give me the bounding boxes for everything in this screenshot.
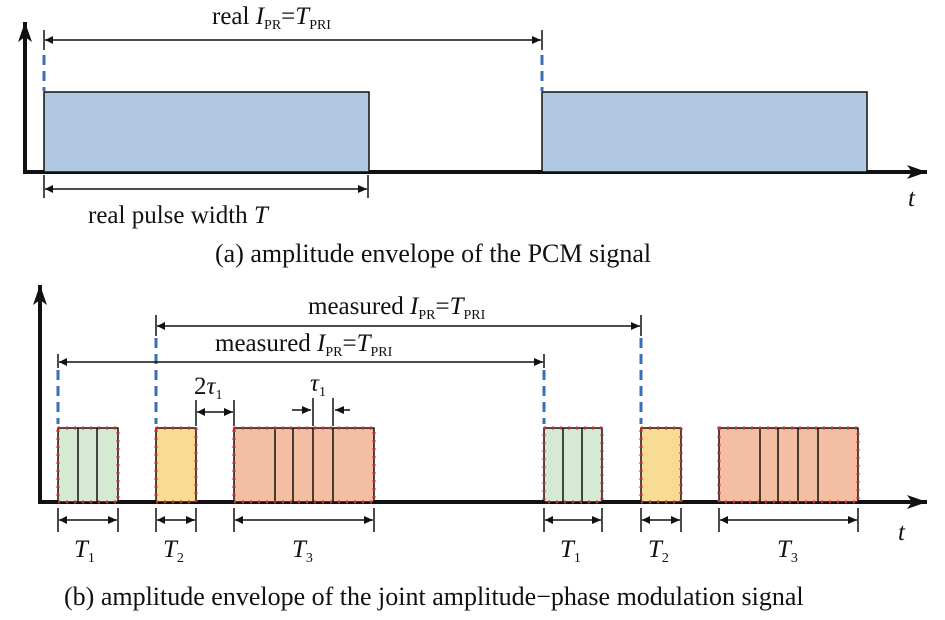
b-label-t1-second: T1: [560, 536, 581, 566]
b-label-t2-first: T2: [163, 536, 184, 566]
b-label-t1-first: T1: [74, 536, 95, 566]
b-lower-period-label: measured IPR=TPRI: [215, 330, 393, 360]
b-label-t2-second: T2: [648, 536, 669, 566]
b-pulse-t2-first: [154, 426, 198, 504]
b-pulse-t3-first: [232, 426, 376, 504]
b-pulse-t1-second: [542, 426, 604, 504]
b-upper-period-label: measured IPR=TPRI: [308, 293, 486, 323]
b-pulse-t1-first: [56, 426, 120, 504]
panel-a: t real IPR=TPRI real pulse width T (a) a…: [18, 3, 927, 268]
b-caption: (b) amplitude envelope of the joint ampl…: [64, 582, 804, 611]
b-label-t3-first: T3: [292, 536, 313, 566]
a-pulse-2: [541, 91, 868, 173]
a-caption: (a) amplitude envelope of the PCM signal: [215, 239, 651, 268]
a-pulse-1: [43, 91, 370, 173]
b-pulse-t3-second: [717, 426, 860, 504]
b-segment-arrows: [57, 508, 859, 532]
b-pulse-t2-second: [639, 426, 683, 504]
b-gap-label: 2τ1: [194, 373, 222, 403]
b-label-t3-second: T3: [777, 536, 798, 566]
a-period-label: real IPR=TPRI: [212, 3, 331, 33]
panel-b: t: [33, 285, 927, 611]
b-axis-label: t: [898, 519, 906, 546]
a-pulse-width-label: real pulse width T: [88, 202, 270, 229]
a-axis-label: t: [908, 185, 916, 212]
b-tau-label: τ1: [310, 370, 326, 400]
